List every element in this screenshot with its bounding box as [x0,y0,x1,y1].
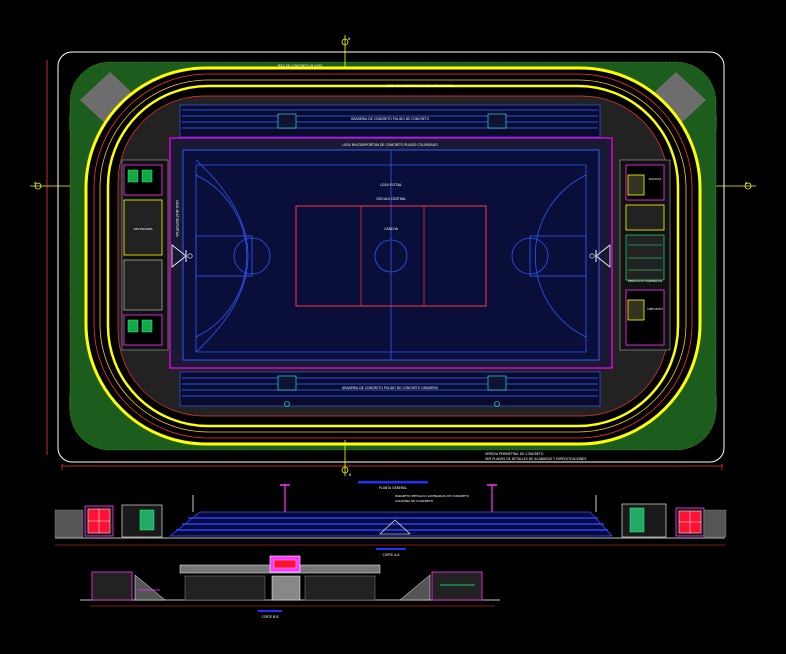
plan-title-bar [358,481,428,484]
court-center-label-b: CIRCULO CENTRAL [376,197,406,201]
axis-mark-top: N [341,35,351,68]
axis-mark-left: A [30,181,70,190]
left-room-label: VESTIDORES [133,227,152,231]
track-lane-1 [93,73,693,439]
elev-note: PARAPETO METALICO LUMINARIAS DE CONCRETO [395,494,470,498]
axis-mark-right: A [716,181,756,190]
elev-note-b: COLUMNA DE CONCRETO [395,499,434,503]
axis-bottom-label: B [349,473,351,477]
stands-bottom: GRADERIA DE CONCRETO PULIDO DE CONCRETO … [179,371,601,407]
section-b-label: CORTE B-B [261,615,278,619]
stand-bottom-label: GRADERIA DE CONCRETO PULIDO DE CONCRETO … [342,386,439,390]
bottom-note-a: VEREDA PERIMETRAL DE CONCRETO [485,452,544,456]
basketball-hoop-left [171,244,193,268]
three-point-line-left [195,174,248,338]
north-mark: N [348,37,351,41]
axis-left-label: A [34,181,37,185]
court-left-vertical-label: LOSA MULTIDEPORTIVA [175,200,179,237]
court-center-circle [374,239,408,273]
building-left: VESTIDORES [121,159,169,351]
right-room-label-a: DUCHAS [649,177,662,181]
top-note: PISO DE CONCRETO PULIDO ESCARDADO [387,84,454,88]
volleyball-court [295,205,487,307]
stand-top-label: GRADERIA DE CONCRETO PULIDO DE CONCRETO [351,117,430,121]
plan-view: GRADERIA DE CONCRETO PULIDO DE CONCRETO … [30,35,756,477]
bottom-note-b: VER PLANOS DE DETALLES DE ACABADOS Y ESP… [485,457,586,461]
three-point-arc-left [195,159,249,353]
section-b-title-bar [258,610,282,612]
site-boundary [57,51,725,463]
section-a-title-bar [376,548,406,550]
elevation-section-a: PARAPETO METALICO LUMINARIAS DE CONCRETO… [54,484,727,546]
three-point-line-right [534,174,587,338]
section-a-label: CORTE A-A [382,553,400,557]
stands-top: GRADERIA DE CONCRETO PULIDO DE CONCRETO [179,104,601,138]
free-throw-circle-right [511,237,549,275]
axis-right-label: A [745,181,748,185]
court-center-label-c: CANCHA [384,227,398,231]
court-center-label-a: LOSA FUTSAL [380,183,402,187]
basketball-hoop-right [589,244,611,268]
section-b [80,555,500,607]
track-lane-2 [99,79,687,433]
axis-mark-bottom: B [341,440,351,477]
court-top-label: LOSA MULTIDEPORTIVA DE CONCRETO PULIDO C… [342,143,438,147]
plan-title: PLANTA GENERAL [379,486,407,490]
building-right: DUCHAS SERVICIOS HIGIENICOS DEPOSITO [619,159,671,351]
top-note-small: PISO DE CONCRETO PULIDO [278,64,323,68]
free-throw-circle-left [233,237,271,275]
right-room-label-c: DEPOSITO [647,307,663,311]
right-room-label-b: SERVICIOS HIGIENICOS [628,279,663,283]
grass-hatch-outline [69,61,717,451]
light-poles [192,484,597,512]
